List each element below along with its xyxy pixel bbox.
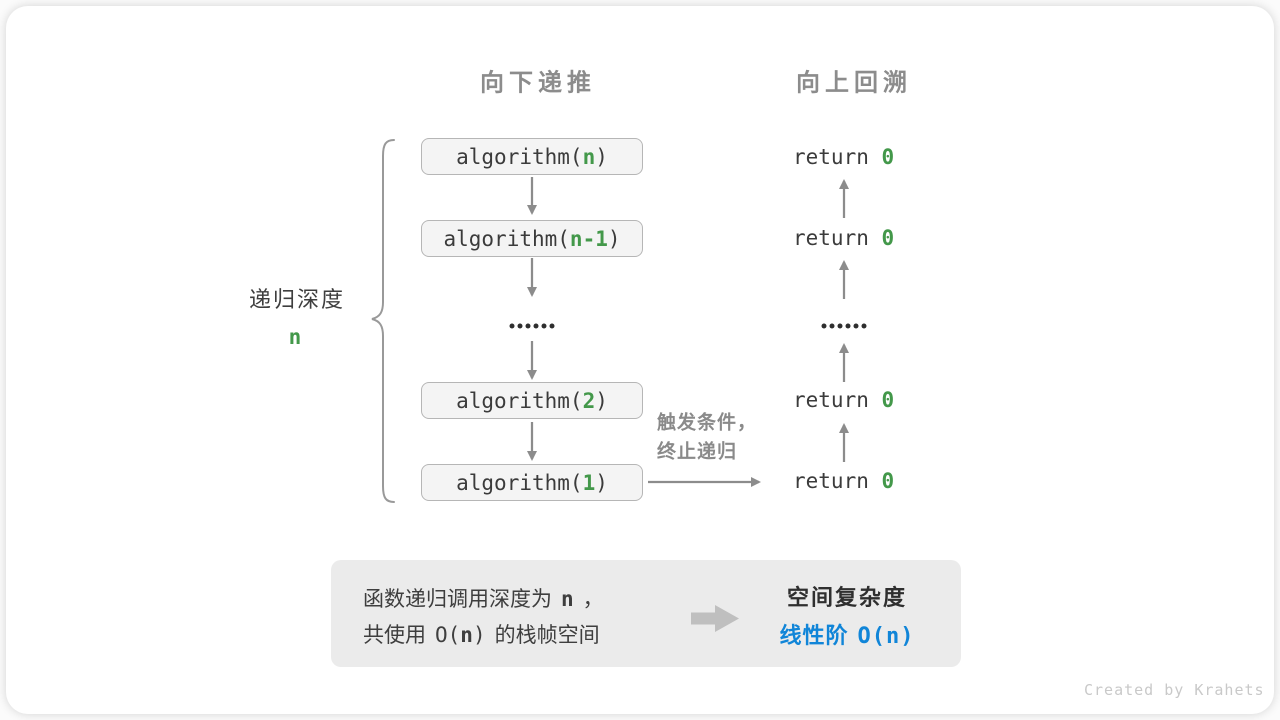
- result-text: 线性阶: [779, 623, 849, 648]
- header-backtrack: 向上回溯: [796, 69, 912, 97]
- call-text: algorithm(: [456, 388, 583, 413]
- summary-big-o: O(: [435, 623, 461, 647]
- result-big-o: O(: [857, 624, 887, 649]
- call-arg: n-1: [569, 226, 608, 251]
- return-statement: return 0: [793, 145, 894, 169]
- call-text: algorithm(: [443, 226, 570, 251]
- call-box-1: algorithm(1): [421, 464, 643, 501]
- result-var: n: [886, 624, 901, 649]
- call-box-2: algorithm(2): [421, 382, 643, 419]
- watermark-credit: Created by Krahets: [1084, 681, 1265, 699]
- ellipsis-icon: [509, 323, 555, 329]
- return-keyword: return: [793, 226, 882, 250]
- result-value: 线性阶 O(n): [779, 618, 914, 650]
- summary-text: 函数递归调用深度为: [363, 588, 552, 611]
- return-statement: return 0: [793, 469, 894, 493]
- summary-line1: 函数递归调用深度为 n ，: [363, 583, 604, 613]
- call-text: algorithm(: [456, 470, 583, 495]
- call-text: ): [595, 470, 608, 495]
- return-value: 0: [881, 145, 895, 169]
- summary-text: 的栈帧空间: [494, 624, 600, 647]
- call-text: ): [595, 388, 608, 413]
- depth-label: 递归深度: [248, 287, 346, 312]
- ellipsis-icon: [821, 323, 867, 329]
- summary-text: 共使用: [363, 624, 426, 647]
- return-statement: return 0: [793, 388, 894, 412]
- depth-brace: [371, 139, 395, 503]
- return-keyword: return: [793, 145, 882, 169]
- call-arg: 2: [582, 388, 596, 413]
- call-arg: 1: [582, 470, 596, 495]
- return-keyword: return: [793, 388, 882, 412]
- result-title: 空间复杂度: [786, 585, 908, 610]
- call-box-n-1: algorithm(n-1): [421, 220, 643, 257]
- return-value: 0: [881, 388, 895, 412]
- return-value: 0: [881, 226, 895, 250]
- call-text: algorithm(: [456, 144, 583, 169]
- return-statement: return 0: [793, 226, 894, 250]
- summary-line2: 共使用 O(n) 的栈帧空间: [363, 619, 600, 649]
- call-box-n: algorithm(n): [421, 138, 643, 175]
- call-text: ): [595, 144, 608, 169]
- trigger-note-line2: 终止递归: [657, 441, 738, 463]
- summary-text: ，: [582, 588, 604, 611]
- call-text: ): [607, 226, 621, 251]
- header-descend: 向下递推: [480, 69, 596, 97]
- return-value: 0: [881, 469, 895, 493]
- return-keyword: return: [793, 469, 882, 493]
- depth-symbol: n: [288, 325, 302, 349]
- call-arg: n: [582, 144, 596, 169]
- summary-var: n: [561, 587, 574, 611]
- summary-panel: [331, 560, 961, 667]
- summary-big-o: ): [472, 623, 486, 647]
- summary-var: n: [460, 623, 473, 647]
- result-big-o: ): [900, 624, 915, 649]
- diagram-card: 向下递推 向上回溯 递归深度 n algorithm(n): [6, 6, 1274, 714]
- trigger-note-line1: 触发条件，: [657, 412, 758, 434]
